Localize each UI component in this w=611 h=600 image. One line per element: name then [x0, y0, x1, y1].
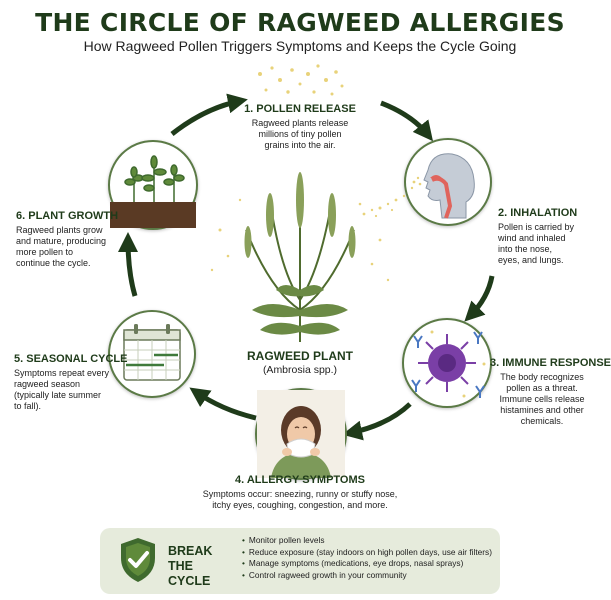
cycle-arrow-icon: [380, 100, 433, 142]
seedling-icon: [110, 155, 196, 228]
plant-growth-illustration: [108, 140, 198, 230]
immune-cell-icon: [411, 330, 486, 398]
pollen-stream: [362, 194, 406, 218]
step-title: 5. SEASONAL CYCLE: [14, 353, 128, 365]
step-text: Ragweed plants release: [251, 118, 349, 128]
tip-item: Control ragweed growth in your community: [242, 570, 492, 582]
step-text: more pollen to: [16, 247, 74, 257]
center-plant-title: RAGWEED PLANT: [247, 349, 353, 363]
cycle-arrow-icon: [342, 402, 412, 441]
step-title: 3. IMMUNE RESPONSE: [490, 357, 611, 369]
cycle-arrow-icon: [464, 275, 495, 322]
immune-cell-illustration: [402, 318, 492, 408]
page-subtitle: How Ragweed Pollen Triggers Symptoms and…: [83, 38, 517, 54]
step-seasonal-cycle: 5. SEASONAL CYCLE Symptoms repeat every …: [14, 353, 128, 412]
step-text: to fall).: [14, 401, 42, 411]
tip-item: Monitor pollen levels: [242, 535, 492, 547]
tip-item: Reduce exposure (stay indoors on high po…: [242, 547, 492, 559]
step-immune-response: 3. IMMUNE RESPONSE The body recognizes p…: [490, 357, 611, 427]
pollen-cloud: [258, 64, 344, 96]
ragweed-plant-illustration: [210, 172, 390, 342]
step-text: into the nose,: [498, 244, 553, 254]
head-airway-illustration: [404, 138, 492, 226]
step-text: pollen as a threat.: [506, 383, 578, 393]
step-text: millions of tiny pollen: [258, 129, 342, 139]
step-allergy-symptoms: 4. ALLERGY SYMPTOMS Symptoms occur: snee…: [150, 474, 450, 511]
break-title-line: BREAK THE: [168, 544, 213, 573]
step-plant-growth: 6. PLANT GROWTH Ragweed plants grow and …: [16, 210, 120, 269]
step-title: 1. POLLEN RELEASE: [244, 103, 356, 115]
step-text: Symptoms occur: sneezing, runny or stuff…: [202, 489, 398, 499]
step-text: The body recognizes: [500, 372, 584, 382]
step-text: chemicals.: [520, 416, 564, 426]
break-the-cycle-title: BREAK THE CYCLE: [168, 544, 238, 589]
step-text: itchy eyes, coughing, congestion, and mo…: [212, 500, 388, 510]
allergy-symptoms-illustration: [255, 388, 347, 480]
checkmark-shield-icon: [121, 538, 155, 582]
calendar-icon: [123, 324, 181, 381]
cycle-arrow-icon: [189, 387, 257, 421]
step-text: eyes, and lungs.: [498, 255, 564, 265]
head-airway-icon: [410, 153, 475, 219]
step-text: ragweed season: [14, 379, 81, 389]
step-text: grains into the air.: [264, 140, 336, 150]
break-title-line: CYCLE: [168, 574, 211, 588]
center-plant-subtitle: (Ambrosia spp.): [262, 364, 338, 376]
step-text: and mature, producing: [16, 236, 107, 246]
cycle-arrow-icon: [118, 232, 139, 297]
tips-list: Monitor pollen levels Reduce exposure (s…: [242, 535, 492, 581]
step-text: histamines and other: [500, 405, 584, 415]
step-title: 4. ALLERGY SYMPTOMS: [235, 474, 365, 486]
step-text: (typically late summer: [14, 390, 102, 400]
step-text: Immune cells release: [499, 394, 585, 404]
step-text: Pollen is carried by: [498, 222, 575, 232]
step-title: 6. PLANT GROWTH: [16, 210, 119, 222]
step-pollen-release: 1. POLLEN RELEASE Ragweed plants release…: [238, 103, 362, 151]
step-text: continue the cycle.: [16, 258, 91, 268]
cycle-arrow-icon: [170, 93, 248, 136]
seasonal-cycle-illustration: [108, 310, 196, 398]
step-inhalation: 2. INHALATION Pollen is carried by wind …: [498, 207, 594, 266]
page-title: THE CIRCLE OF RAGWEED ALLERGIES: [35, 8, 565, 37]
step-text: wind and inhaled: [498, 233, 566, 243]
step-title: 2. INHALATION: [498, 207, 578, 219]
tip-item: Manage symptoms (medications, eye drops,…: [242, 558, 492, 570]
step-text: Symptoms repeat every: [14, 368, 110, 378]
step-text: Ragweed plants grow: [16, 225, 103, 235]
sneezing-person-icon: [257, 390, 345, 478]
